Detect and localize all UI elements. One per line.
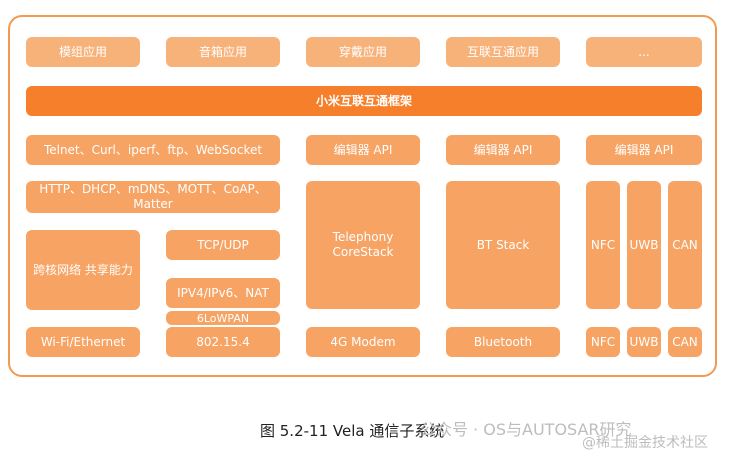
tcp-udp: TCP/UDP: [166, 230, 280, 260]
wifi-ethernet: Wi-Fi/Ethernet: [26, 327, 140, 357]
watermark-wechat: 公众号 · OS与AUTOSAR研究: [420, 420, 632, 439]
framework-bar: 小米互联互通框架: [26, 86, 702, 116]
app-wearable: 穿戴应用: [306, 37, 420, 67]
app-more: ...: [586, 37, 702, 67]
app-speaker: 音箱应用: [166, 37, 280, 67]
can-hw: CAN: [668, 327, 702, 357]
nfc-stack: NFC: [586, 181, 620, 309]
6lowpan: 6LoWPAN: [166, 311, 280, 325]
app-interconnect: 互联互通应用: [446, 37, 560, 67]
bt-stack: BT Stack: [446, 181, 560, 309]
app-module: 模组应用: [26, 37, 140, 67]
uwb-hw: UWB: [627, 327, 661, 357]
protocols-row-1: Telnet、Curl、iperf、ftp、WebSocket: [26, 135, 280, 165]
nfc-hw: NFC: [586, 327, 620, 357]
watermark-juejin: @稀土掘金技术社区: [582, 435, 708, 451]
cross-core-network: 跨核网络 共享能力: [26, 230, 140, 310]
4g-modem: 4G Modem: [306, 327, 420, 357]
uwb-stack: UWB: [627, 181, 661, 309]
figure-caption: 图 5.2-11 Vela 通信子系统: [260, 422, 445, 440]
ieee-802-15-4: 802.15.4: [166, 327, 280, 357]
ipv4-ipv6-nat: IPV4/IPv6、NAT: [166, 278, 280, 308]
telephony-api: 编辑器 API: [306, 135, 420, 165]
protocols-row-2: HTTP、DHCP、mDNS、MOTT、CoAP、 Matter: [26, 181, 280, 213]
bluetooth: Bluetooth: [446, 327, 560, 357]
can-stack: CAN: [668, 181, 702, 309]
telephony-corestack: Telephony CoreStack: [306, 181, 420, 309]
misc-api: 编辑器 API: [586, 135, 702, 165]
bt-api: 编辑器 API: [446, 135, 560, 165]
